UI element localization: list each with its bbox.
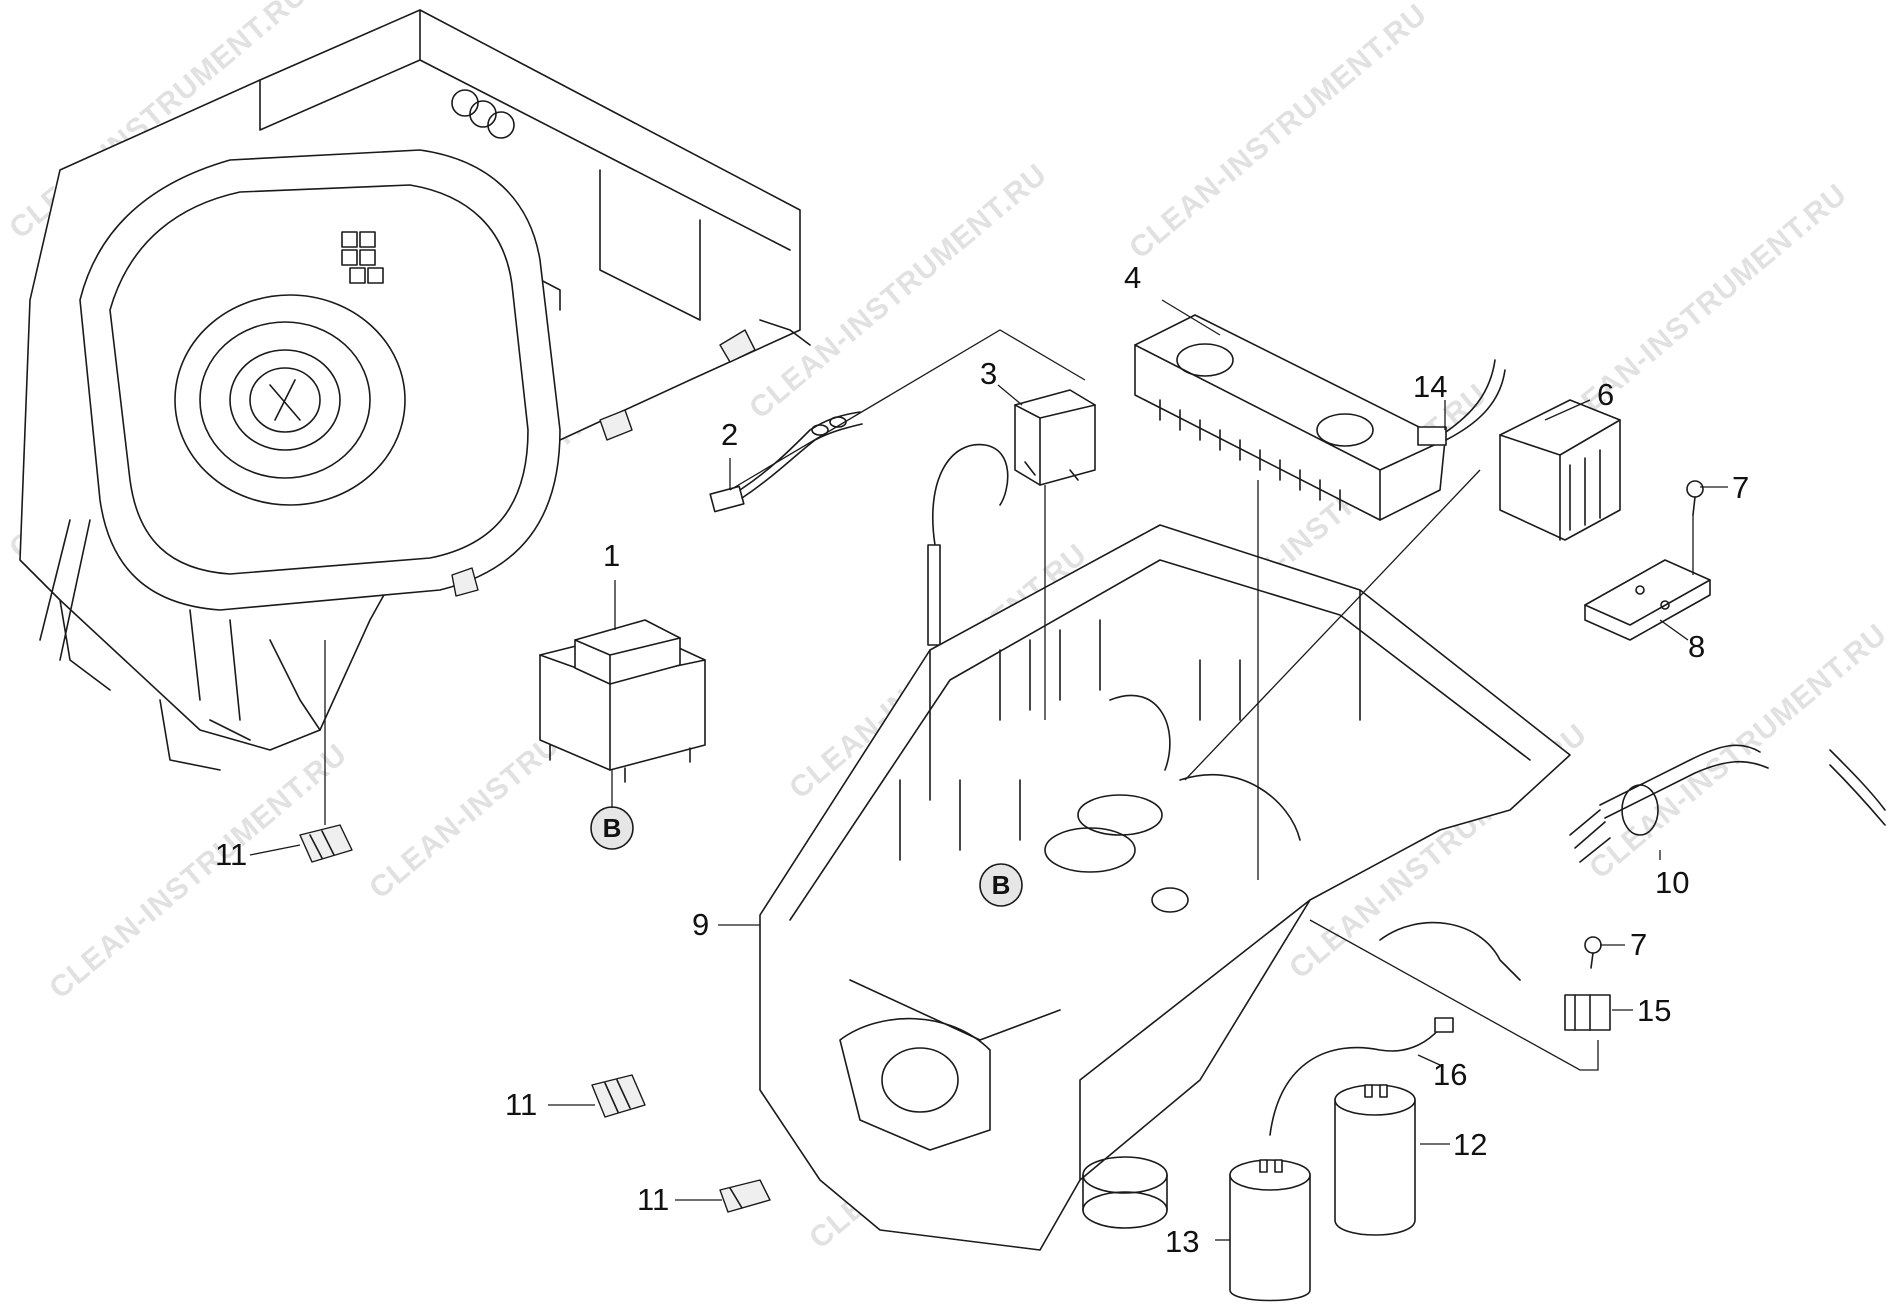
callout-1: 1 [603,538,620,573]
clip-part-11-a [299,824,353,863]
callout-8: 8 [1688,629,1705,664]
badge-b-base: B [979,863,1023,907]
leader-lines [249,299,1728,1241]
callout-11: 11 [637,1182,669,1217]
clip-part-11-c [719,1179,771,1213]
terminal-block-part [1564,994,1611,1031]
screw-part-7-b [1584,936,1602,969]
callout-7: 7 [1732,470,1749,505]
badge-b-transformer: B [590,806,634,850]
base-housing-part [759,524,1571,1251]
relay-part [1014,389,1096,486]
watermark: CLEAN-INSTRUMENT.RU [43,738,353,1006]
callout-15: 15 [1637,993,1671,1028]
callout-12: 12 [1453,1127,1487,1162]
svg-text:B: B [992,870,1011,900]
svg-text:B: B [603,813,622,843]
watermark: CLEAN-INSTRUMENT.RU [1583,618,1890,886]
callout-4: 4 [1124,260,1141,295]
callout-7: 7 [1630,927,1647,962]
watermark: CLEAN-INSTRUMENT.RU [1543,178,1853,446]
callout-9: 9 [692,907,709,942]
capacitor-wire-part [1269,1017,1454,1136]
screw-part-7-a [1686,480,1704,516]
control-board-part [1134,314,1446,521]
callout-10: 10 [1655,865,1689,900]
callout-11: 11 [215,837,247,872]
power-cord-part [1569,744,1886,863]
watermark: CLEAN-INSTRUMENT.RU [1123,0,1433,265]
callout-6: 6 [1597,377,1614,412]
callout-2: 2 [721,417,738,452]
contactor-part [1499,399,1621,541]
top-cover-part [19,9,811,771]
vent-grid-icon [341,231,384,284]
callout-labels: 1 2 3 4 14 6 7 8 10 7 15 16 12 13 9 11 1… [215,260,1749,1259]
transformer-part [539,619,706,783]
callout-13: 13 [1165,1224,1199,1259]
temperature-probe-part [927,443,1009,646]
callout-11: 11 [505,1087,537,1122]
connector-part [1417,359,1506,446]
callout-3: 3 [980,356,997,391]
clip-part-11-b [591,1074,646,1118]
capacitor-part-12 [1334,1084,1416,1236]
callout-14: 14 [1413,369,1447,404]
callout-16: 16 [1433,1057,1467,1092]
capacitor-part-13 [1229,1159,1311,1302]
din-rail-part [1584,559,1711,641]
